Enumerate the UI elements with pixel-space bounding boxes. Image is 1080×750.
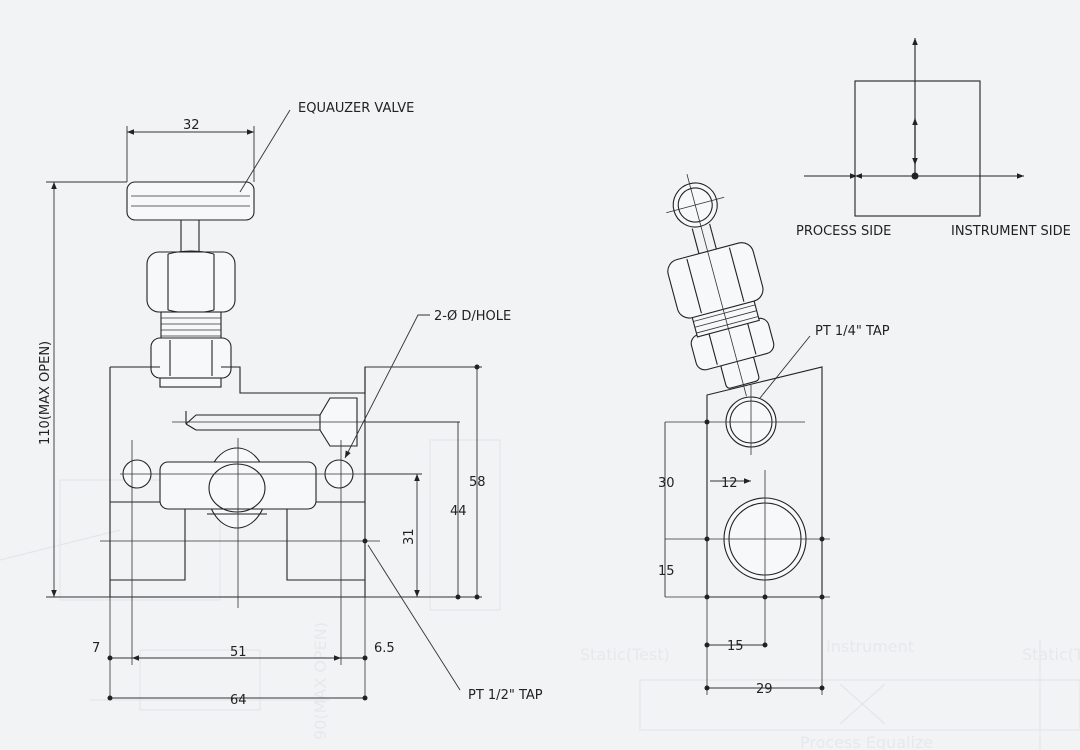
watermark-instrument: Instrument — [826, 637, 914, 656]
dim-offset-7: 7 — [92, 641, 100, 656]
watermark-process-equalize: Process Equalize — [800, 733, 933, 750]
dim-side-15-horizontal: 15 — [727, 639, 744, 654]
dim-handle-width: 32 — [183, 118, 200, 133]
watermark-static-right: Static(T — [1022, 645, 1080, 664]
dim-side-15-vertical: 15 — [658, 564, 675, 579]
label-instrument-side: INSTRUMENT SIDE — [951, 224, 1071, 239]
side-labels: 30 12 15 15 29 PT 1/4" TAP — [658, 324, 890, 697]
front-view — [100, 181, 477, 700]
dim-side-30: 30 — [658, 476, 675, 491]
dim-hole-spacing-51: 51 — [230, 645, 247, 660]
dim-side-29: 29 — [756, 682, 773, 697]
label-pt-half-tap: PT 1/2" TAP — [468, 688, 543, 703]
watermark-max-open: 90(MAX OPEN) — [311, 622, 330, 740]
dim-max-open: 110(MAX OPEN) — [38, 341, 53, 445]
side-valve-stem — [666, 173, 775, 397]
front-dimensions — [46, 109, 482, 701]
watermark-static-test: Static(Test) — [580, 645, 670, 664]
side-view — [665, 173, 830, 695]
dim-offset-6-5: 6.5 — [374, 641, 395, 656]
label-pt-quarter-tap: PT 1/4" TAP — [815, 324, 890, 339]
label-equalizer-valve: EQUAUZER VALVE — [298, 101, 414, 116]
upper-hex-nut — [146, 250, 236, 314]
label-drill-hole: 2-Ø D/HOLE — [434, 309, 511, 324]
dim-height-31: 31 — [402, 528, 417, 545]
valve-handle — [126, 181, 255, 221]
dim-side-12: 12 — [721, 476, 738, 491]
label-process-side: PROCESS SIDE — [796, 224, 891, 239]
flow-schematic: PROCESS SIDE INSTRUMENT SIDE — [796, 38, 1071, 239]
front-labels: 32 EQUAUZER VALVE 110(MAX OPEN) 2-Ø D/HO… — [38, 101, 543, 708]
side-dimensions — [664, 335, 825, 691]
dim-body-width-64: 64 — [230, 693, 247, 708]
dim-height-58: 58 — [469, 475, 486, 490]
lower-hex-nut — [150, 337, 232, 379]
schematic-box — [854, 80, 981, 217]
dim-height-44: 44 — [450, 504, 467, 519]
watermark-diagram: Static(Test) Instrument Static(T Process… — [0, 439, 1080, 750]
